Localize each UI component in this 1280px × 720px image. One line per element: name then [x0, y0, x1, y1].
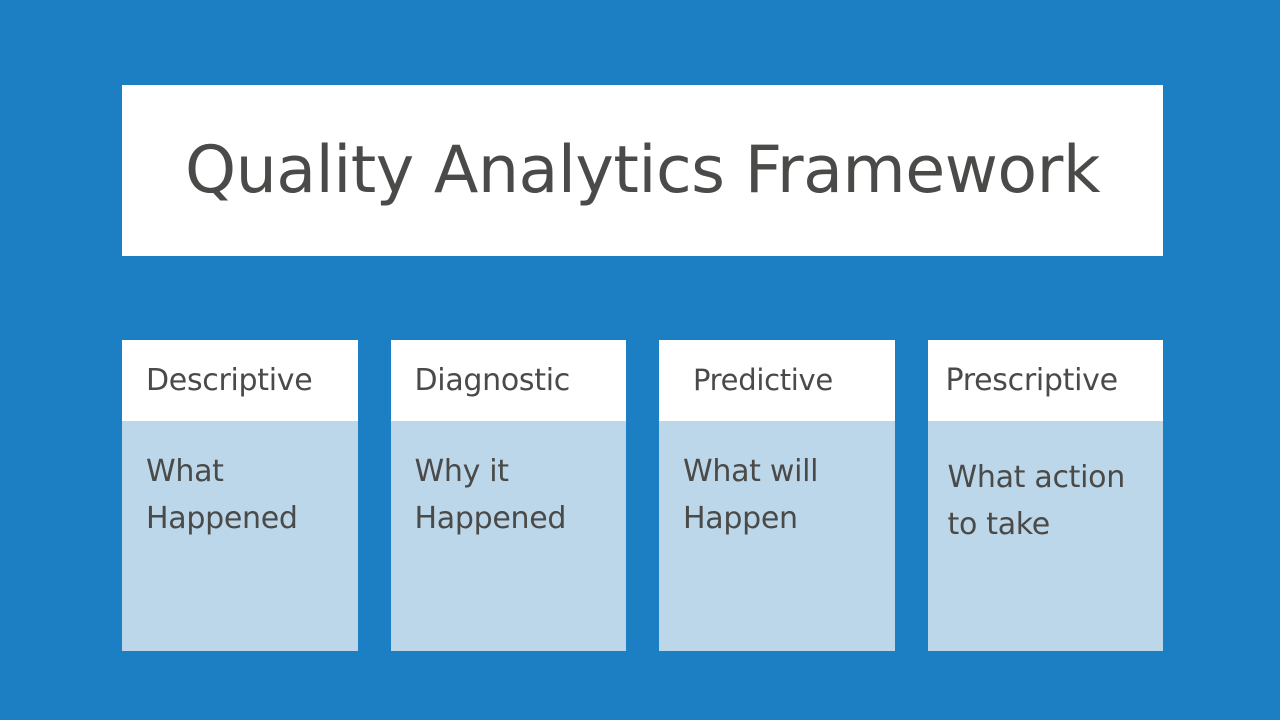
card-diagnostic-description: Why it Happened: [414, 454, 567, 536]
card-descriptive-description: What Happened: [146, 454, 298, 536]
card-diagnostic[interactable]: Diagnostic Why it Happened: [390, 340, 626, 651]
card-prescriptive-description: What action to take: [947, 460, 1126, 542]
card-diagnostic-header: Diagnostic: [390, 340, 626, 421]
card-prescriptive[interactable]: Prescriptive What action to take: [927, 340, 1163, 651]
card-diagnostic-body: Why it Happened: [390, 421, 626, 651]
card-diagnostic-title: Diagnostic: [414, 362, 571, 398]
card-predictive-body: What will Happen: [659, 421, 895, 651]
card-descriptive-body: What Happened: [122, 421, 358, 651]
card-descriptive[interactable]: Descriptive What Happened: [122, 340, 358, 651]
title-banner: Quality Analytics Framework: [122, 85, 1163, 256]
card-descriptive-title: Descriptive: [146, 362, 313, 398]
card-prescriptive-title: Prescriptive: [945, 362, 1119, 398]
card-prescriptive-body: What action to take: [927, 421, 1163, 651]
card-predictive-header: Predictive: [659, 340, 895, 421]
card-predictive-description: What will Happen: [683, 454, 819, 536]
card-prescriptive-header: Prescriptive: [927, 340, 1163, 421]
page-title: Quality Analytics Framework: [184, 132, 1101, 208]
card-predictive[interactable]: Predictive What will Happen: [659, 340, 895, 651]
card-predictive-title: Predictive: [693, 363, 833, 398]
card-descriptive-header: Descriptive: [122, 340, 358, 421]
analytics-card-row: Descriptive What Happened Diagnostic Why…: [122, 340, 1163, 651]
